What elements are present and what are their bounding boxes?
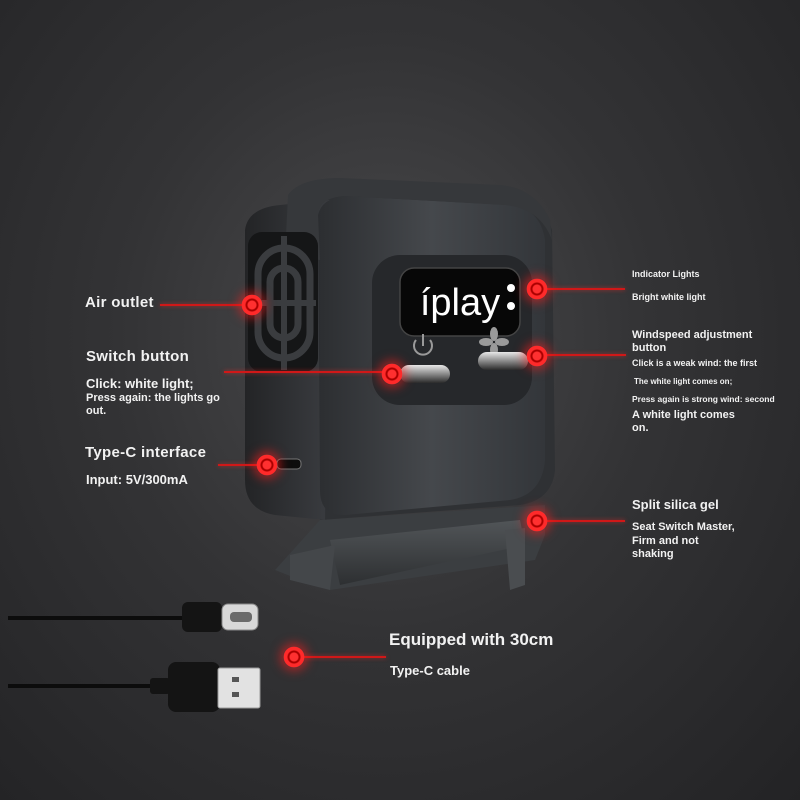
windspeed-line3: Press again is strong wind: second (632, 394, 775, 404)
brand-logo: íplay (420, 282, 500, 324)
split-gel-marker (526, 510, 548, 532)
windspeed-line1: Click is a weak wind: the first (632, 358, 758, 368)
cable-line (294, 656, 386, 658)
split-gel-line3: shaking (632, 548, 674, 560)
type-c-port (276, 458, 302, 470)
silica-gel-base (275, 505, 545, 590)
windspeed-title1: Windspeed adjustment (632, 329, 753, 341)
windspeed-line5: on. (632, 422, 649, 434)
type-c-title: Type-C interface (85, 444, 207, 461)
switch-button-line (224, 371, 394, 373)
switch-button-line3: out. (86, 405, 107, 417)
windspeed-title2: button (632, 342, 667, 354)
split-gel-line1: Seat Switch Master, (632, 521, 735, 533)
split-gel-title: Split silica gel (632, 497, 719, 512)
air-outlet-line (160, 304, 252, 306)
switch-button-line2: Press again: the lights go (86, 392, 220, 404)
switch-button-line1: Click: white light; (86, 376, 194, 391)
type-c-cable (8, 602, 261, 712)
type-c-line (218, 464, 266, 466)
type-c-sub: Input: 5V/300mA (86, 472, 188, 487)
cable-marker (283, 646, 305, 668)
indicator-marker (526, 278, 548, 300)
indicator-sub: Bright white light (632, 292, 706, 302)
split-gel-line (537, 520, 625, 522)
indicator-line (537, 288, 625, 290)
split-gel-line2: Firm and not (632, 535, 699, 547)
type-c-marker (256, 454, 278, 476)
switch-button-title: Switch button (86, 348, 190, 365)
switch-button[interactable] (400, 365, 450, 383)
switch-button-marker (381, 363, 403, 385)
indicator-display (399, 267, 521, 337)
windspeed-marker (526, 345, 548, 367)
air-outlet-title: Air outlet (85, 294, 154, 311)
power-icon (413, 334, 433, 356)
windspeed-line2: The white light comes on; (634, 377, 733, 386)
windspeed-button[interactable] (478, 352, 528, 370)
windspeed-line4: A white light comes (632, 409, 735, 421)
cable-title: Equipped with 30cm (389, 630, 554, 649)
windspeed-line (536, 354, 626, 356)
cable-sub: Type-C cable (390, 663, 470, 678)
air-outlet-marker (241, 294, 263, 316)
indicator-title: Indicator Lights (632, 269, 700, 279)
